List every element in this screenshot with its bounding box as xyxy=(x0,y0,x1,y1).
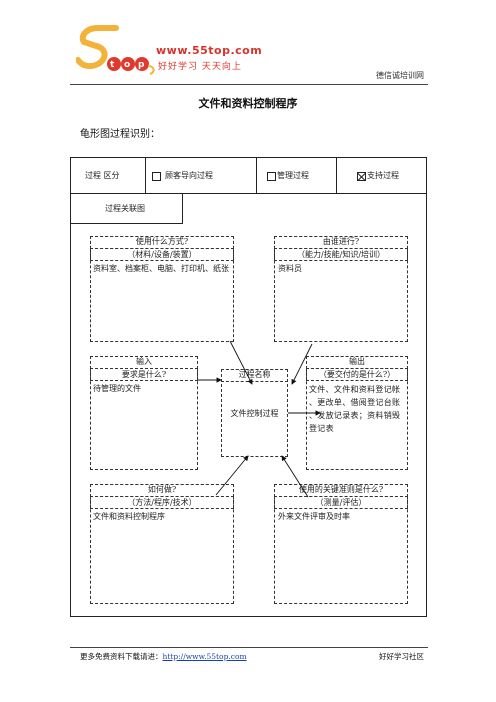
option-customer-label: 顾客导向过程 xyxy=(165,171,213,180)
svg-text:o: o xyxy=(124,60,130,70)
how-sub: （方法/程序/技术） xyxy=(127,498,197,507)
diagram-label-cell: 过程关联图 xyxy=(70,193,183,224)
logo-slogan: 好好学习 天天向上 xyxy=(158,62,242,72)
with-what-sub: （材料/设备/装置） xyxy=(127,250,197,259)
criteria-title: 使用的关键准则是什么? xyxy=(298,485,384,494)
by-whom-title: 由谁进行? xyxy=(322,237,360,246)
logo-graphic-icon: t o p xyxy=(75,25,155,75)
logo-url: www.55top.com xyxy=(156,44,263,57)
with-what-content: 资料室、档案柜、电脑、打印机、纸张 xyxy=(93,264,229,273)
svg-text:t: t xyxy=(110,60,115,70)
by-whom-sub: （能力/技能/知识/培训） xyxy=(296,250,386,259)
site-logo: t o p xyxy=(75,22,276,78)
option-customer-cell[interactable]: 顾客导向过程 xyxy=(145,157,257,194)
by-whom-content: 资料员 xyxy=(278,264,302,273)
header-site-name: 德信诚培训网 xyxy=(376,71,424,80)
option-support-label: 支持过程 xyxy=(367,171,399,180)
footer-prefix: 更多免费资料下载请进： xyxy=(80,652,163,661)
how-content: 文件和资料控制程序 xyxy=(93,512,165,521)
svg-text:p: p xyxy=(138,60,145,70)
criteria-sub: （测量/评估） xyxy=(315,498,367,507)
diagram-label: 过程关联图 xyxy=(105,204,145,213)
checkbox-management-icon[interactable] xyxy=(267,171,276,181)
input-sub: 要求是什么? xyxy=(121,370,167,379)
output-content: 文件、文件和资料登记帐 、更改单、借阅登记台账 、发放记录表；资料销毁登记表 xyxy=(309,385,401,433)
footer-link[interactable]: http://www.55top.com xyxy=(162,652,247,661)
output-sub: （要交付的是什么?） xyxy=(318,370,396,379)
process-content: 文件控制过程 xyxy=(230,409,279,418)
input-content: 待管理的文件 xyxy=(93,384,141,393)
option-management-label: 管理过程 xyxy=(277,171,309,180)
how-title: 如何做? xyxy=(147,485,177,494)
checkbox-customer-icon[interactable] xyxy=(152,171,161,181)
criteria-content: 外来文件评审及时率 xyxy=(278,512,350,521)
output-title: 输出 xyxy=(349,357,365,366)
footer-right: 好好学习社区 xyxy=(379,652,424,661)
process-type-label-cell: 过程 区分 xyxy=(70,157,146,194)
option-management-cell[interactable]: 管理过程 xyxy=(256,157,337,194)
process-type-label: 过程 区分 xyxy=(85,171,120,180)
page-title: 文件和资料控制程序 xyxy=(198,97,298,110)
process-title: 过程名称 xyxy=(238,370,271,379)
page-subtitle: 龟形图过程识别： xyxy=(80,129,160,140)
input-title: 输入 xyxy=(136,357,152,366)
footer-left: 更多免费资料下载请进：http://www.55top.com xyxy=(80,651,247,662)
checkbox-support-checked-icon[interactable] xyxy=(357,171,366,181)
header-divider xyxy=(70,84,428,85)
with-what-title: 使用什么方式? xyxy=(135,237,189,246)
footer-divider xyxy=(70,647,428,648)
option-support-cell[interactable]: 支持过程 xyxy=(336,157,427,194)
